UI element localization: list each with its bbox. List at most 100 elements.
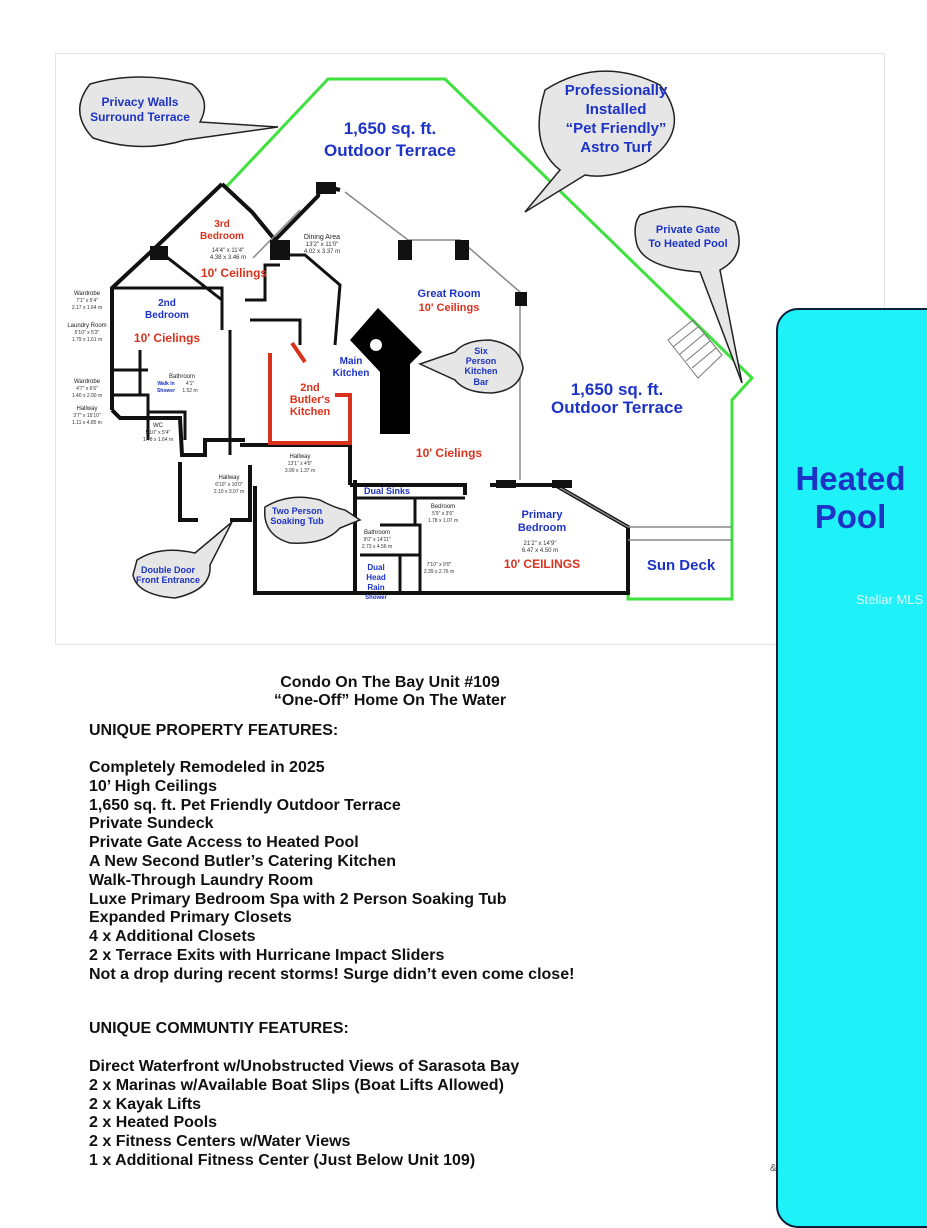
feature-item: Private Gate Access to Heated Pool xyxy=(89,834,359,852)
terrace-top-area: 1,650 sq. ft. xyxy=(344,119,437,138)
shower-label-2: Shower xyxy=(157,388,175,394)
bedroom3-dims-1: 14'4" x 11'4" xyxy=(212,248,244,254)
hallway2-dims-2: 3.99 x 1.37 m xyxy=(285,468,315,474)
rain-shower-1: Dual xyxy=(367,563,384,572)
callout-turf-line3: “Pet Friendly” xyxy=(566,120,667,137)
terrace-right-label: Outdoor Terrace xyxy=(551,398,683,417)
interior-walls xyxy=(112,246,465,593)
hallway3-dims-1: 6'10" x 10'0" xyxy=(215,482,243,488)
feature-item: 1 x Additional Fitness Center (Just Belo… xyxy=(89,1151,476,1169)
feature-item: 1,650 sq. ft. Pet Friendly Outdoor Terra… xyxy=(89,796,401,814)
callout-kitchen-bar xyxy=(417,339,524,394)
callout-entrance xyxy=(132,521,233,599)
wardrobe2-dims-1: 4'7" x 6'6" xyxy=(76,386,98,392)
callout-gate-line2: To Heated Pool xyxy=(648,238,727,250)
kitchen-island xyxy=(350,308,422,434)
pool-label-line1: Heated xyxy=(795,460,906,497)
hallway3-name: Hallway xyxy=(218,475,239,481)
butler-kitchen-diagonal xyxy=(290,341,307,364)
feature-item: 2 x Fitness Centers w/Water Views xyxy=(89,1133,351,1151)
sun-deck-label: Sun Deck xyxy=(647,557,716,574)
laundry-dims-1: 5'10" x 5'3" xyxy=(75,330,100,336)
community-features-list: Direct Waterfront w/Unobstructed Views o… xyxy=(89,1058,519,1171)
feature-item: 2 x Heated Pools xyxy=(89,1114,218,1132)
feature-item: Luxe Primary Bedroom Spa with 2 Person S… xyxy=(89,890,507,908)
pillars xyxy=(150,182,572,488)
butler-kitchen-3: Kitchen xyxy=(290,406,331,418)
listing-title: Condo On The Bay Unit #109 xyxy=(280,674,500,691)
dining-name: Dining Area xyxy=(304,234,340,241)
callout-turf xyxy=(524,70,676,213)
hallway2-name: Hallway xyxy=(289,454,310,460)
bedroom-small-name: Bedroom xyxy=(431,504,455,510)
hallway1-dims-2: 1.11 x 4.85 m xyxy=(72,420,102,426)
callout-turf-line1: Professionally xyxy=(565,82,668,99)
listing-subtitle: “One-Off” Home On The Water xyxy=(273,692,507,709)
rain-shower-3: Rain xyxy=(367,583,384,592)
callout-entrance-line1: Double Door xyxy=(141,565,195,575)
callout-gate xyxy=(634,205,743,384)
feature-item: Expanded Primary Closets xyxy=(89,909,292,927)
callout-bar-line1: Six xyxy=(474,346,488,356)
property-features-heading: UNIQUE PROPERTY FEATURES: xyxy=(89,722,339,739)
bedroom3-dims-2: 4.38 x 3.46 m xyxy=(210,255,246,261)
callout-bar-line3: Kitchen xyxy=(464,366,497,376)
butler-kitchen-1: 2nd xyxy=(300,382,320,394)
feature-item: 4 x Additional Closets xyxy=(89,928,256,946)
stairs xyxy=(667,319,723,379)
primary-dims-2: 6.47 x 4.50 m xyxy=(522,548,558,554)
callout-bar-line4: Bar xyxy=(473,377,489,387)
wc-dims-1: 5'10" x 5'4" xyxy=(146,430,171,436)
feature-item: Walk-Through Laundry Room xyxy=(89,871,314,889)
laundry-name: Laundry Room xyxy=(67,323,106,329)
feature-item: Completely Remodeled in 2025 xyxy=(89,759,325,776)
bathroom2-name: Bathroom xyxy=(364,530,390,536)
wardrobe2-name: Wardrobe xyxy=(74,379,101,385)
bedroom-small-dims-1: 5'9" x 3'6" xyxy=(432,511,454,517)
feature-item: 2 x Marinas w/Available Boat Slips (Boat… xyxy=(89,1076,504,1094)
feature-item: Private Sundeck xyxy=(89,815,214,833)
wardrobe1-dims-1: 7'1" x 5'4" xyxy=(76,298,98,304)
hallway1-dims-1: 3'7" x 15'10" xyxy=(73,413,101,419)
bedroom3-name-2: Bedroom xyxy=(200,231,244,242)
floor-plan: 1,650 sq. ft. Outdoor Terrace 1,650 sq. … xyxy=(67,70,755,601)
dining-dims-1: 13'2" x 11'0" xyxy=(306,242,338,248)
dining-dims-2: 4.02 x 3.37 m xyxy=(304,249,340,255)
wardrobe1-name: Wardrobe xyxy=(74,291,101,297)
feature-item: Not a drop during recent storms! Surge d… xyxy=(89,965,575,983)
callout-tub-line2: Soaking Tub xyxy=(270,516,324,526)
callout-privacy xyxy=(78,76,279,148)
bathroom2-dims-2: 2.73 x 4.56 m xyxy=(362,544,392,550)
feature-item: Direct Waterfront w/Unobstructed Views o… xyxy=(89,1058,520,1075)
callout-turf-line2: Installed xyxy=(586,101,647,118)
bedroom2-ceiling: 10' Cielings xyxy=(134,331,201,345)
butler-kitchen-outline xyxy=(268,353,352,445)
great-room-ceiling: 10' Ceilings xyxy=(419,302,480,314)
bedroom2-name-2: Bedroom xyxy=(145,310,189,321)
callout-turf-line4: Astro Turf xyxy=(580,139,652,156)
terrace-top-label: Outdoor Terrace xyxy=(324,141,456,160)
hallway2-dims-1: 13'1" x 4'5" xyxy=(288,461,313,467)
dual-sinks: Dual Sinks xyxy=(364,486,410,496)
main-kitchen-1: Main xyxy=(340,356,363,367)
rain-shower-4: Shower xyxy=(365,595,387,601)
feature-item: 2 x Kayak Lifts xyxy=(89,1095,202,1113)
feature-item: 2 x Terrace Exits with Hurricane Impact … xyxy=(89,946,445,964)
butler-kitchen-2: Butler's xyxy=(290,394,331,406)
bedroom2-name-1: 2nd xyxy=(158,298,176,309)
bedroom3-ceiling: 10' Ceilings xyxy=(201,266,268,280)
shower-label-1: Walk In xyxy=(157,381,174,387)
wc-name: WC xyxy=(153,423,164,429)
callout-privacy-line2: Surround Terrace xyxy=(90,110,190,124)
laundry-dims-2: 1.79 x 1.61 m xyxy=(72,337,102,343)
bathroom1-dims-1: 4'1" xyxy=(186,381,195,387)
great-room-name: Great Room xyxy=(418,288,481,300)
callout-bar-line2: Person xyxy=(466,356,497,366)
pool-label-line2: Pool xyxy=(814,498,887,535)
closet-dims-1: 7'10" x 9'0" xyxy=(427,562,452,568)
ceiling-center: 10' Cielings xyxy=(416,446,483,460)
feature-item: 10’ High Ceilings xyxy=(89,777,218,795)
bathroom1-dims-2: 1.52 m xyxy=(182,388,197,394)
bedroom-small-dims-2: 1.78 x 1.07 m xyxy=(428,518,458,524)
mls-watermark: Stellar MLS xyxy=(856,592,924,607)
